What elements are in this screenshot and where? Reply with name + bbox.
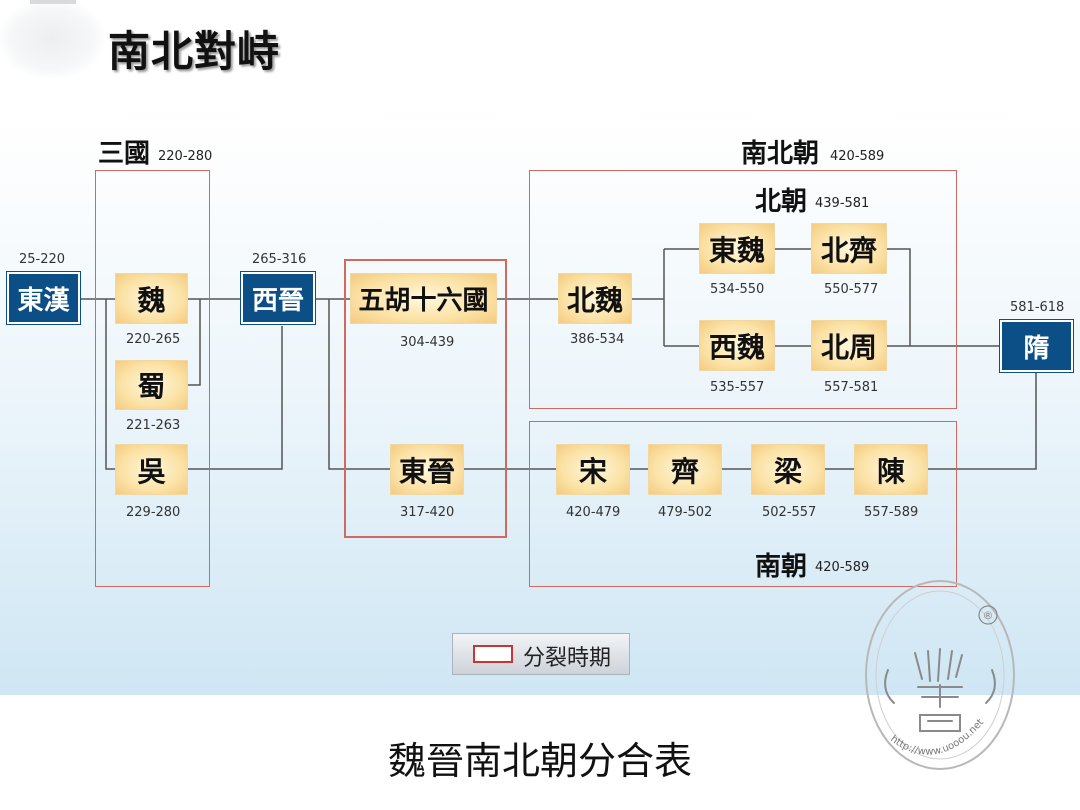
years-dongjin: 317-420 [400, 505, 455, 520]
group-years-north-south: 420-589 [830, 149, 885, 164]
registered-mark: ® [983, 609, 994, 622]
years-beizhou: 557-581 [824, 380, 879, 395]
node-wu: 吳 [115, 444, 188, 495]
node-qi: 齊 [648, 444, 722, 495]
years-shu: 221-263 [126, 418, 181, 433]
years-wu: 229-280 [126, 505, 181, 520]
years-xiwei: 535-557 [710, 380, 765, 395]
title-decoration [0, 0, 104, 78]
node-sui: 隋 [1000, 320, 1073, 372]
node-donghan: 東漢 [7, 272, 80, 324]
node-beizhou: 北周 [811, 320, 887, 371]
years-dongwei: 534-550 [710, 282, 765, 297]
group-years-three-kingdoms: 220-280 [158, 149, 213, 164]
legend-swatch [473, 645, 513, 663]
group-label-southern: 南朝 [755, 552, 808, 582]
years-chen: 557-589 [864, 505, 919, 520]
years-beiqi: 550-577 [824, 282, 879, 297]
years-donghan: 25-220 [19, 252, 66, 267]
watermark-stamp: ® http://www.uooou.net [865, 580, 1015, 770]
group-years-southern: 420-589 [815, 560, 870, 575]
group-label-northern: 北朝 [755, 187, 808, 217]
group-box-northern-dynasties [529, 170, 957, 409]
group-box-three-kingdoms [95, 170, 210, 587]
node-dongjin: 東晉 [390, 444, 464, 495]
years-liang: 502-557 [762, 505, 817, 520]
node-liang: 梁 [751, 444, 825, 495]
title-decoration-bar [30, 0, 76, 4]
years-wuhu: 304-439 [400, 335, 455, 350]
years-xijin: 265-316 [252, 252, 307, 267]
node-chen: 陳 [854, 444, 928, 495]
node-wuhu: 五胡十六國 [350, 273, 497, 324]
node-song: 宋 [556, 444, 630, 495]
group-label-north-south: 南北朝 [741, 139, 820, 169]
node-xijin: 西晉 [241, 272, 315, 324]
group-box-southern-dynasties [529, 421, 957, 587]
years-song: 420-479 [566, 505, 621, 520]
legend-label: 分裂時期 [523, 646, 612, 671]
node-dongwei: 東魏 [699, 223, 775, 274]
watermark-url: http://www.uooou.net [888, 717, 986, 758]
node-beiwei: 北魏 [558, 273, 632, 324]
years-beiwei: 386-534 [570, 332, 625, 347]
group-label-three-kingdoms: 三國 [98, 139, 151, 169]
node-shu: 蜀 [115, 360, 188, 410]
group-box-sixteen-kingdoms [344, 259, 507, 538]
node-beiqi: 北齊 [811, 223, 887, 274]
years-wei: 220-265 [126, 332, 181, 347]
diagram-caption: 魏晉南北朝分合表 [388, 739, 693, 783]
page-title: 南北對峙 [108, 27, 281, 76]
years-qi: 479-502 [658, 505, 713, 520]
legend: 分裂時期 [452, 633, 630, 675]
seal-glyph-icon [884, 648, 996, 732]
node-wei: 魏 [115, 273, 188, 324]
group-years-northern: 439-581 [815, 196, 870, 211]
years-sui: 581-618 [1010, 300, 1065, 315]
node-xiwei: 西魏 [699, 320, 775, 371]
